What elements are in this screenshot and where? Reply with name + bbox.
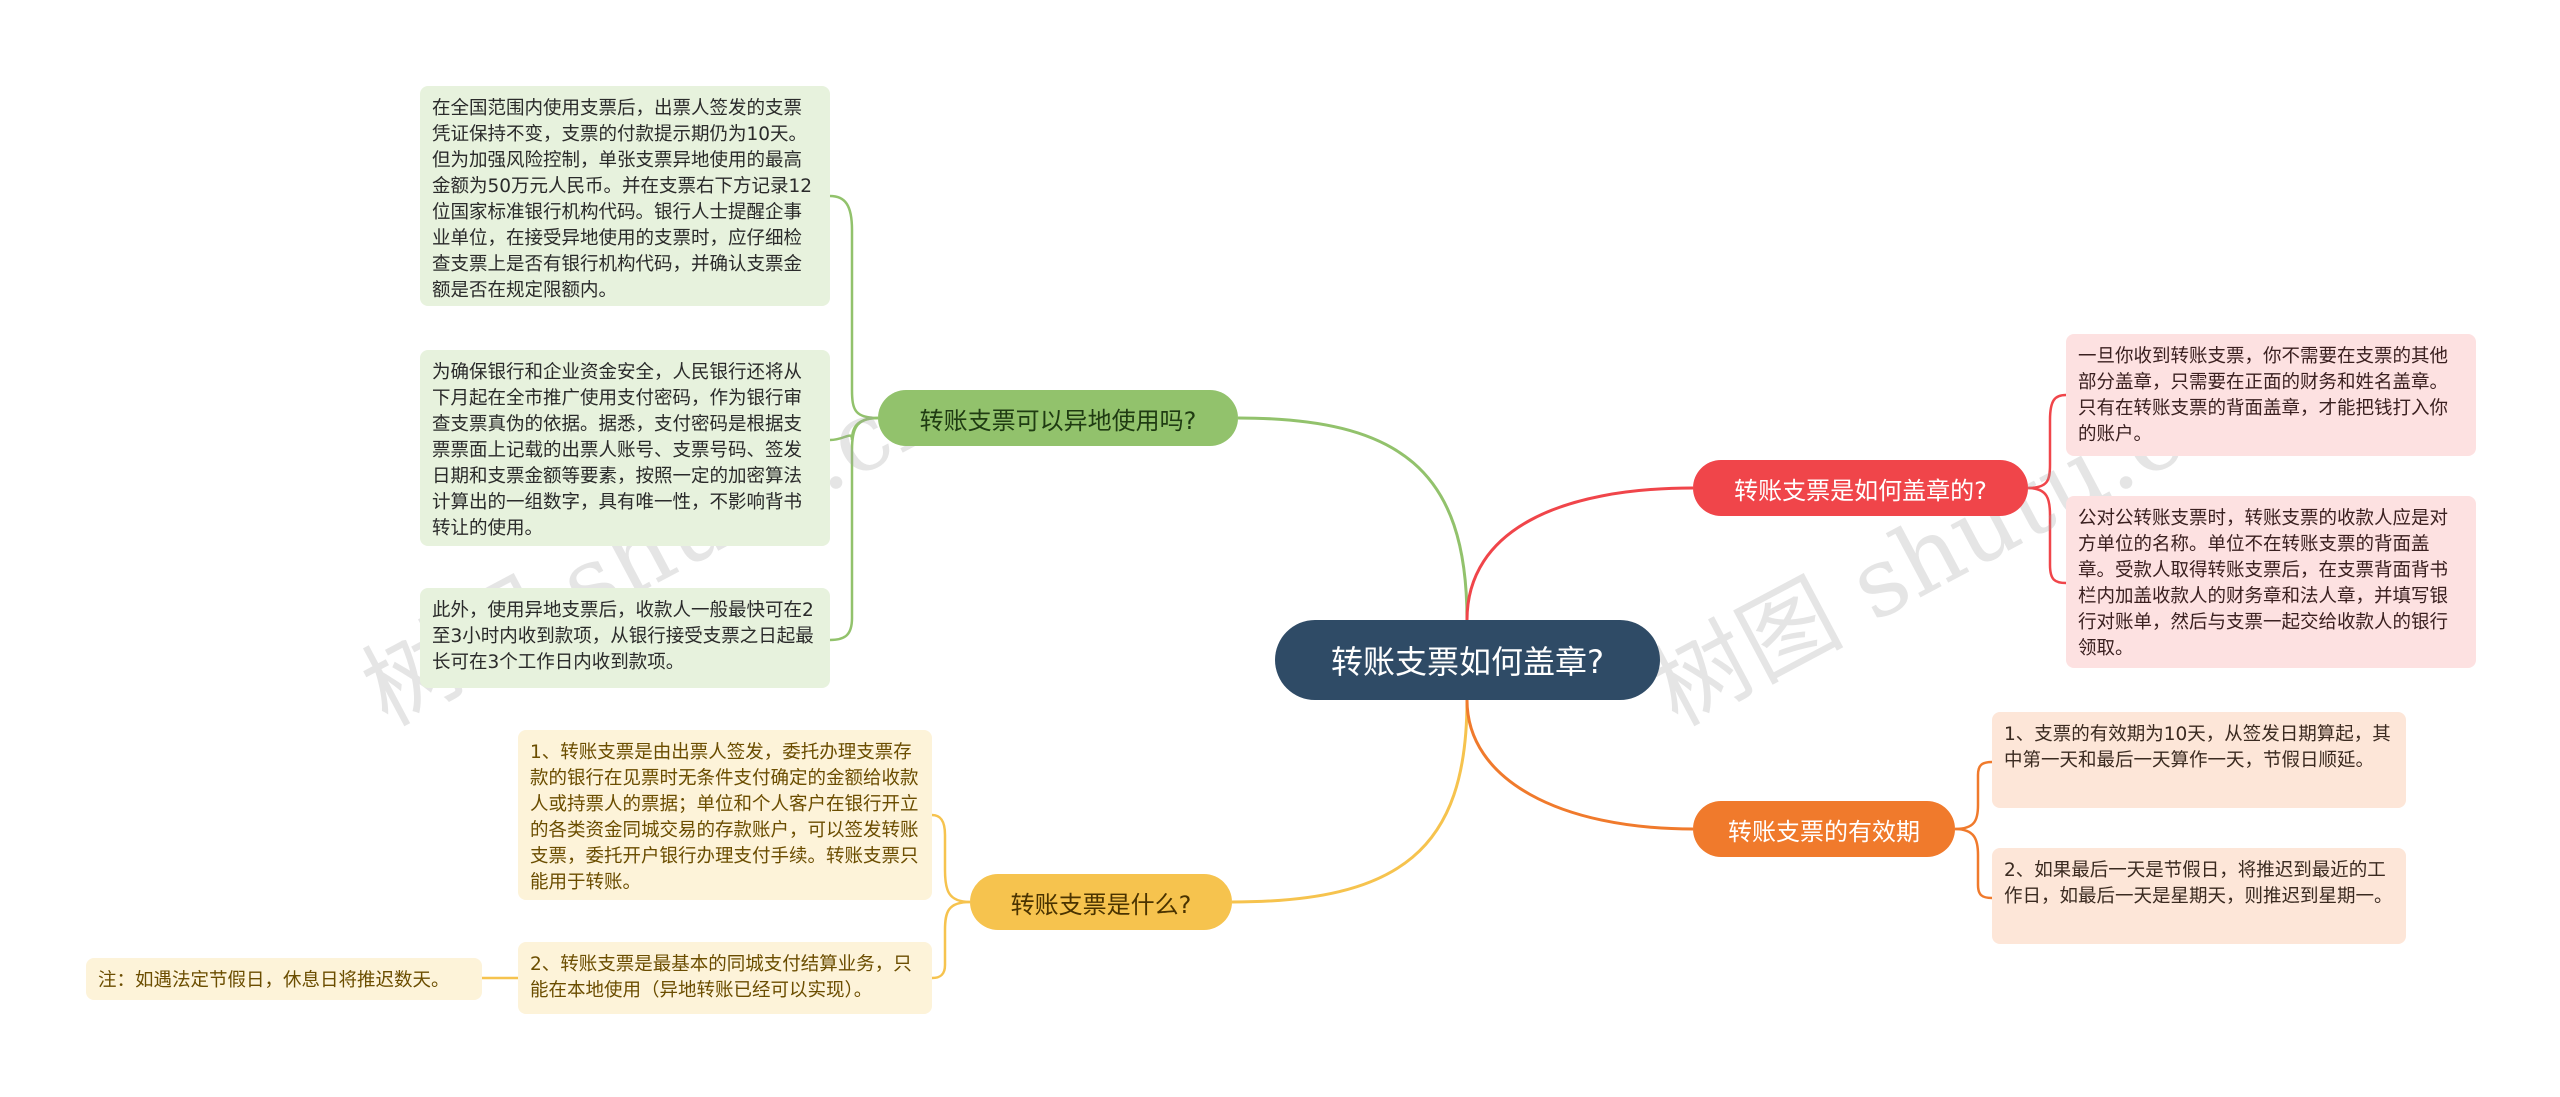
branch-how-to-stamp[interactable]: 转账支票是如何盖章的? xyxy=(1693,460,2028,516)
link-root-green xyxy=(1237,416,1469,621)
link-root-orange xyxy=(1465,699,1694,831)
leaf-validity-1[interactable]: 1、支票的有效期为10天，从签发日期算起，其中第一天和最后一天算作一天，节假日顺… xyxy=(1992,712,2406,808)
link-red-leaf2 xyxy=(2027,486,2067,585)
root-topic[interactable]: 转账支票如何盖章? xyxy=(1275,620,1660,700)
branch-what-is[interactable]: 转账支票是什么? xyxy=(970,874,1232,930)
leaf-remote-use-1[interactable]: 在全国范围内使用支票后，出票人签发的支票凭证保持不变，支票的付款提示期仍为10天… xyxy=(420,86,830,306)
leaf-validity-2[interactable]: 2、如果最后一天是节假日，将推迟到最近的工作日，如最后一天是星期天，则推迟到星期… xyxy=(1992,848,2406,944)
leaf-what-is-1[interactable]: 1、转账支票是由出票人签发，委托办理支票存款的银行在见票时无条件支付确定的金额给… xyxy=(518,730,932,900)
branch-validity[interactable]: 转账支票的有效期 xyxy=(1693,801,1955,857)
link-green-leaf3 xyxy=(829,416,879,642)
link-red-leaf1 xyxy=(2027,393,2067,490)
leaf-how-to-stamp-1[interactable]: 一旦你收到转账支票，你不需要在支票的其他部分盖章，只需要在正面的财务和姓名盖章。… xyxy=(2066,334,2476,456)
leaf-what-is-2[interactable]: 2、转账支票是最基本的同城支付结算业务，只能在本地使用（异地转账已经可以实现）。 xyxy=(518,942,932,1014)
branch-remote-use[interactable]: 转账支票可以异地使用吗? xyxy=(878,390,1238,446)
link-green-bracket xyxy=(829,194,879,420)
link-yellow-leaf1 xyxy=(931,813,971,904)
leaf-how-to-stamp-2[interactable]: 公对公转账支票时，转账支票的收款人应是对方单位的名称。单位不在转账支票的背面盖章… xyxy=(2066,496,2476,668)
leaf-remote-use-2[interactable]: 为确保银行和企业资金安全，人民银行还将从下月起在全市推广使用支付密码，作为银行审… xyxy=(420,350,830,546)
leaf-holiday-note[interactable]: 注：如遇法定节假日，休息日将推迟数天。 xyxy=(86,958,482,1000)
link-yellow-leaf2 xyxy=(931,900,971,980)
leaf-remote-use-3[interactable]: 此外，使用异地支票后，收款人一般最快可在2至3小时内收到款项，从银行接受支票之日… xyxy=(420,588,830,688)
link-orange-leaf1 xyxy=(1954,760,1993,831)
link-root-red xyxy=(1465,486,1694,621)
link-orange-leaf2 xyxy=(1954,827,1993,900)
link-root-yellow xyxy=(1231,699,1469,904)
